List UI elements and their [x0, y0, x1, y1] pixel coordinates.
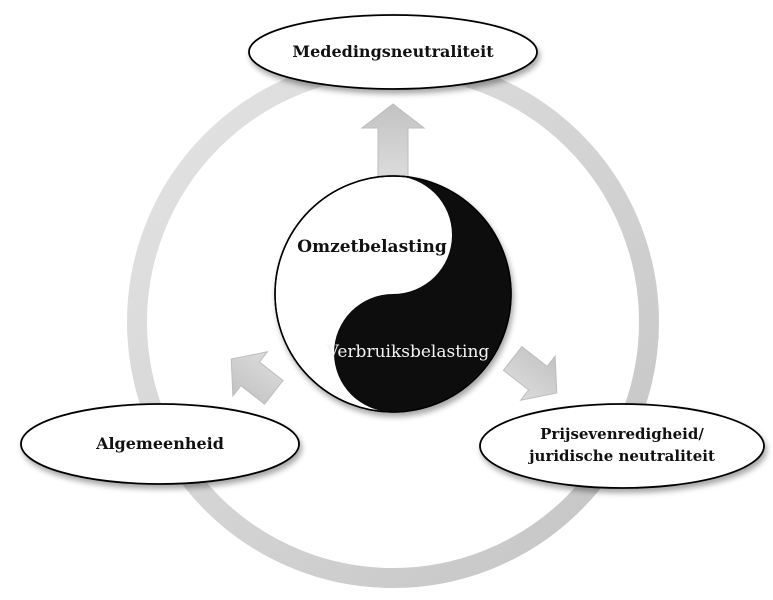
center-lower-label: Verbruiksbelasting [326, 342, 490, 362]
node-left-label: Algemeenheid [95, 434, 224, 453]
arrow-up [360, 103, 426, 179]
node-top-label: Mededingsneutraliteit [292, 42, 494, 61]
node-top [248, 14, 538, 90]
arrow-left [230, 351, 284, 405]
node-right-label-line2: juridische neutraliteit [527, 447, 715, 465]
yin-yang-symbol [274, 175, 512, 413]
yin-dark-half [334, 176, 511, 412]
node-right [479, 403, 765, 489]
arrow-right [502, 345, 558, 401]
node-left [20, 403, 300, 485]
center-upper-label: Omzetbelasting [297, 237, 447, 257]
node-right-label-line1: Prijsevenredigheid/ [540, 425, 704, 443]
